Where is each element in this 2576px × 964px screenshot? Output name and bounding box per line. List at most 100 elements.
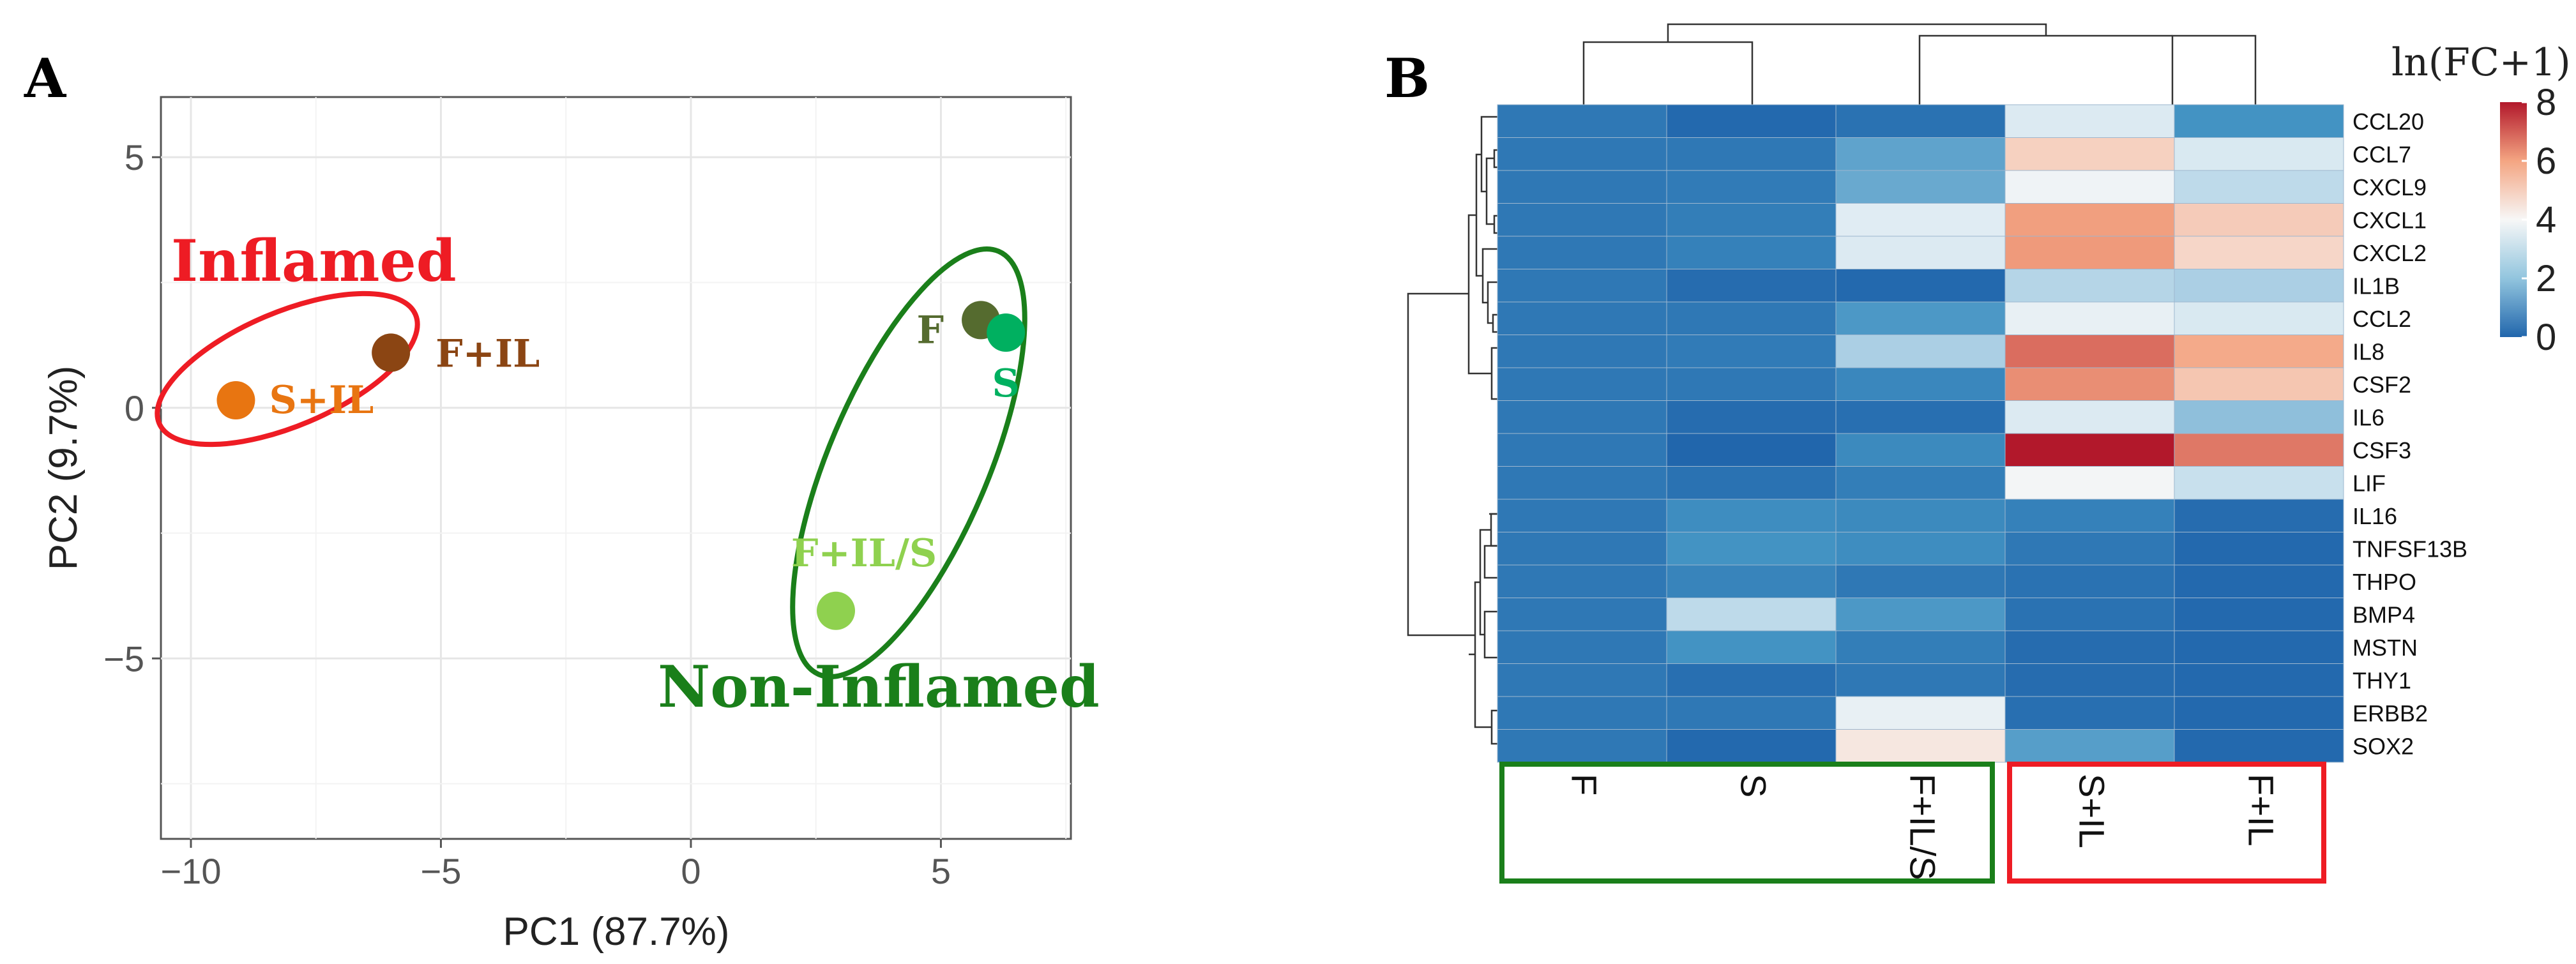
- heatmap-cell: [2004, 170, 2175, 204]
- pca-y-tick-label: 0: [125, 388, 144, 428]
- heatmap-row-label: CCL20: [2352, 109, 2424, 135]
- colorbar-tick-label: 2: [2536, 258, 2556, 299]
- dendro-row-il1b: [1481, 248, 1497, 304]
- heatmap-cell: [2174, 729, 2344, 763]
- heatmap-cell: [1666, 104, 1837, 138]
- heatmap-cell: [1666, 564, 1837, 598]
- heatmap-column-label: F+IL: [2241, 774, 2282, 847]
- non-inflamed-columns-box: [1499, 762, 1995, 884]
- heatmap-cell: [1497, 466, 1667, 500]
- heatmap-row-labels: CCL20CCL7CXCL9CXCL1CXCL2IL1BCCL2IL8CSF2I…: [2352, 109, 2467, 760]
- heatmap-cell: [2174, 170, 2344, 204]
- dendro-col-root: [1667, 23, 2047, 42]
- heatmap-column-label: S: [1734, 774, 1774, 797]
- non-inflamed-group-label: Non-Inflamed: [658, 653, 1100, 721]
- heatmap-cell: [1666, 729, 1837, 763]
- heatmap-cell: [1497, 564, 1667, 598]
- heatmap-column-label: F: [1565, 774, 1605, 795]
- dendro-row-mstn-thy1: [1483, 610, 1497, 659]
- heatmap-cell: [1497, 630, 1667, 664]
- pca-point-label-s-il: S+IL: [269, 378, 374, 423]
- pca-point-label-s: S: [992, 361, 1020, 406]
- pca-y-axis-label: PC2 (9.7%): [42, 366, 86, 570]
- inflamed-columns-box: [2007, 762, 2326, 884]
- heatmap-cell: [2004, 137, 2175, 171]
- heatmap-cell: [2174, 137, 2344, 171]
- heatmap-cell: [2004, 203, 2175, 237]
- heatmap-cell: [1835, 236, 2006, 269]
- heatmap-cell: [1666, 236, 1837, 269]
- heatmap-cell: [2004, 499, 2175, 532]
- heatmap-cell: [2004, 104, 2175, 138]
- dendro-row-il6-lif: [1490, 347, 1497, 400]
- row-dendrogram: [1407, 116, 1497, 745]
- pca-gridlines: [161, 97, 1071, 839]
- heatmap-cell: [1666, 203, 1837, 237]
- dendro-row-il8-csf2: [1492, 313, 1497, 333]
- heatmap-column-label: F+IL/S: [1903, 774, 1943, 880]
- dendro-col-branch-sil-fil: [2171, 34, 2257, 105]
- heatmap-cell: [1497, 367, 1667, 401]
- heatmap-row-label: LIF: [2352, 470, 2386, 496]
- heatmap-cell: [1497, 598, 1667, 631]
- pca-x-tick-label: 5: [931, 851, 951, 891]
- heatmap-cell: [1835, 137, 2006, 171]
- heatmap-row-label: TNFSF13B: [2352, 536, 2467, 562]
- heatmap-cell: [2004, 663, 2175, 697]
- heatmap-cell: [2174, 236, 2344, 269]
- pca-x-tick-label: 0: [681, 851, 701, 891]
- pca-point-f-il: [372, 333, 411, 372]
- heatmap-cell: [2004, 367, 2175, 401]
- heatmap-row-label: IL16: [2352, 503, 2397, 529]
- column-dendrogram: [1582, 23, 2257, 105]
- inflamed-group-ellipse: [155, 290, 420, 448]
- heatmap-cell: [2174, 532, 2344, 566]
- dendro-row-ccl7-cxcl9: [1493, 149, 1497, 169]
- heatmap-cell: [1497, 203, 1667, 237]
- heatmap-cell: [2174, 466, 2344, 500]
- panel-b-label: B: [1384, 47, 1430, 110]
- heatmap-cell: [1666, 663, 1837, 697]
- heatmap-cell: [1666, 433, 1837, 467]
- heatmap-cell: [1835, 170, 2006, 204]
- dendro-row-lower-b: [1474, 581, 1492, 728]
- heatmap-cell: [2174, 598, 2344, 631]
- heatmap-cells: [1497, 104, 2344, 763]
- heatmap-cell: [1835, 532, 2006, 566]
- heatmap-cell: [1835, 663, 2006, 697]
- heatmap-cell: [1835, 335, 2006, 368]
- heatmap-cell: [2004, 400, 2175, 434]
- heatmap-cell: [2174, 367, 2344, 401]
- heatmap-cell: [1497, 269, 1667, 303]
- heatmap-cell: [1835, 564, 2006, 598]
- panel-a-label: A: [24, 47, 67, 110]
- heatmap-cell: [2004, 729, 2175, 763]
- heatmap-row-label: SOX2: [2352, 733, 2414, 759]
- heatmap-cell: [1835, 301, 2006, 335]
- pca-x-axis-label: PC1 (87.7%): [503, 910, 730, 954]
- pca-point-label-f: F: [916, 308, 944, 352]
- heatmap-cell: [1666, 598, 1837, 631]
- heatmap-cell: [2174, 301, 2344, 335]
- heatmap-row-label: CXCL9: [2352, 174, 2427, 200]
- colorbar-tick-label: 6: [2536, 140, 2556, 182]
- heatmap-cell: [2174, 104, 2344, 138]
- heatmap-cell: [1497, 729, 1667, 763]
- heatmap-row-label: CSF3: [2352, 437, 2411, 463]
- dendro-row-erbb2-sox2: [1490, 709, 1497, 745]
- dendro-row-bmp4-grp: [1483, 545, 1497, 579]
- pca-point-label-f-il-s: F+IL/S: [791, 531, 937, 576]
- heatmap-cell: [1666, 532, 1837, 566]
- heatmap-cell: [2174, 564, 2344, 598]
- non-inflamed-group-ellipse: [790, 246, 1027, 679]
- heatmap-cell: [2174, 203, 2344, 237]
- heatmap-cell: [1497, 137, 1667, 171]
- heatmap-row-label: IL8: [2352, 338, 2384, 365]
- heatmap-cell: [1835, 499, 2006, 532]
- heatmap-cell: [1497, 400, 1667, 434]
- heatmap-cell: [1835, 104, 2006, 138]
- heatmap-row-label: IL1B: [2352, 273, 2400, 299]
- colorbar-title: ln(FC+1): [2391, 40, 2571, 85]
